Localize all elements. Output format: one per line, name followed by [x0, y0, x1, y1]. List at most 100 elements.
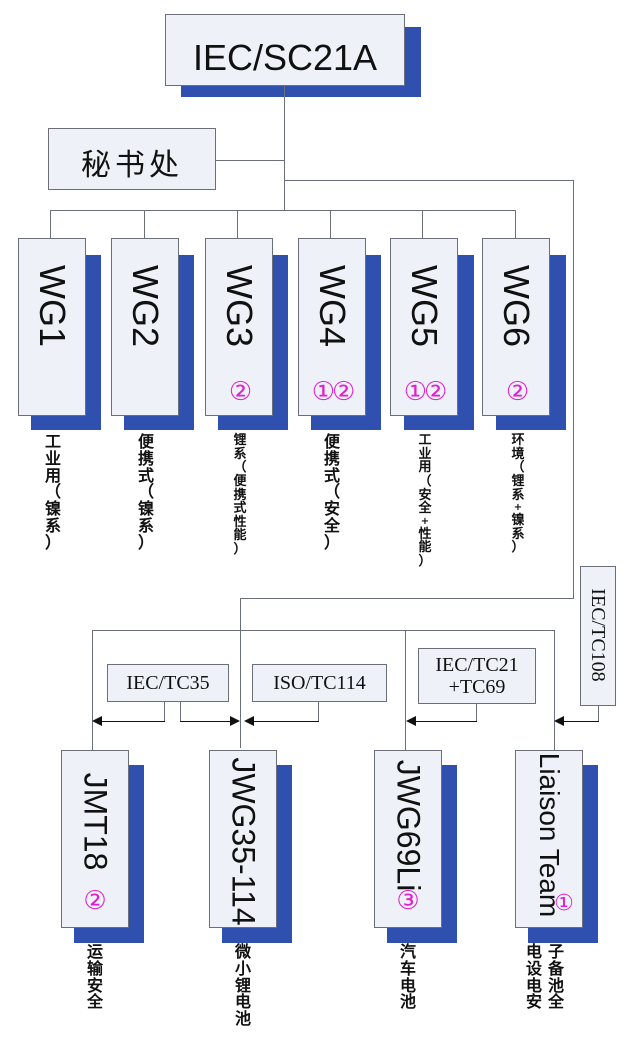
desc-char: 全 [418, 501, 432, 517]
desc-char: 池 [547, 975, 564, 995]
desc-char: 设 [525, 958, 542, 978]
desc-char: 性 [418, 526, 432, 542]
wg4-desc: 便携式（安全） [323, 432, 341, 552]
desc-char: 电 [234, 992, 251, 1012]
connector-root-down [284, 86, 285, 211]
desc-char: 车 [399, 958, 416, 978]
desc-char: 运 [86, 942, 103, 961]
root-title: IEC/SC21A [192, 37, 378, 78]
wg5-node: WG5 ①② [390, 238, 458, 416]
desc-char: （ [137, 482, 154, 502]
desc-char: 式 [137, 465, 154, 485]
wg5-badge: ①② [403, 377, 448, 407]
tc108-box: IEC/TC108 [580, 566, 616, 706]
desc-char: 工 [44, 432, 61, 451]
wg6-node: WG6 ② [482, 238, 550, 416]
jmt18-name: JMT18 [77, 772, 114, 871]
desc-char: 便 [137, 432, 154, 451]
desc-char: 系 [44, 515, 61, 535]
wg6-name: WG6 [496, 264, 537, 347]
connector-lower-bus [92, 630, 554, 631]
jwg69-badge: ③ [396, 886, 420, 916]
wg4-name: WG4 [312, 264, 353, 347]
tc21-label-line2: +TC69 [448, 676, 506, 698]
desc-char: （ [418, 473, 432, 489]
desc-char: 安 [525, 992, 542, 1012]
desc-char: ） [418, 554, 432, 570]
desc-char: 便 [323, 432, 340, 451]
tc108-arrow-line [562, 721, 599, 722]
jwg35-desc: 微小锂电池 [234, 943, 252, 1029]
desc-char: 电 [399, 975, 416, 995]
jwg69-node: JWG69Li ③ [374, 750, 442, 928]
desc-char: 式 [323, 465, 340, 485]
wg3-node: WG3 ② [205, 238, 273, 416]
tc35-arrow-right-icon [230, 716, 240, 726]
tc35-arrow-right-line [180, 721, 230, 722]
desc-char: 安 [418, 487, 432, 503]
desc-char: ） [323, 532, 340, 552]
desc-char: 用 [44, 465, 61, 485]
connector-liaison [554, 630, 555, 750]
desc-char: （ [511, 460, 525, 476]
desc-char: 系 [511, 526, 525, 542]
tc114-box: ISO/TC114 [252, 664, 387, 702]
jwg69-desc: 汽车电池 [399, 942, 417, 1011]
desc-char: 系 [511, 487, 525, 503]
connector-wg5 [422, 210, 423, 238]
wg2-node: WG2 [111, 238, 179, 416]
wg5-desc: 工业用（安全+性能） [416, 434, 434, 569]
desc-char: 池 [234, 1009, 251, 1029]
desc-char: 汽 [399, 942, 416, 961]
desc-char: 全 [547, 992, 564, 1012]
connector-wg6 [515, 210, 516, 238]
desc-char: 式 [233, 501, 247, 517]
tc35-arrow-left-line [100, 721, 165, 722]
jwg69-name: JWG69Li [390, 759, 427, 892]
tc21-stem [476, 704, 477, 722]
secretariat-node: 秘书处 [48, 128, 216, 190]
wg6-desc: 环境（锂系+镍系） [509, 434, 527, 555]
desc-char: 安 [86, 975, 103, 995]
desc-char: 境 [511, 446, 525, 462]
liaison-desc: 电子设备电池安全 [523, 942, 567, 1012]
wg2-name: WG2 [125, 264, 166, 347]
tc35-stem-right [180, 702, 181, 722]
desc-char: 锂 [234, 975, 251, 995]
desc-char: 镍 [44, 499, 61, 519]
jmt18-badge: ② [83, 886, 107, 916]
desc-char: 业 [44, 448, 61, 468]
desc-char: 系 [233, 446, 247, 462]
connector-wg-bus [50, 210, 516, 211]
connector-liaison-down [573, 180, 574, 598]
tc35-stem-left [164, 702, 165, 722]
desc-char: 携 [323, 448, 340, 468]
desc-char: 环 [511, 433, 525, 448]
connector-wg3 [237, 210, 238, 238]
desc-char: 工 [418, 433, 432, 448]
tc114-arrow-line [252, 721, 319, 722]
connector-liaison-branch [284, 180, 574, 181]
wg3-desc: 锂系（便携式性能） [231, 434, 249, 557]
root-node: IEC/SC21A [165, 14, 405, 86]
tc108-arrow-icon [554, 716, 564, 726]
tc21-arrow-icon [406, 716, 416, 726]
tc35-arrow-left-icon [92, 716, 102, 726]
wg1-name: WG1 [32, 264, 73, 347]
desc-char: （ [44, 482, 61, 502]
tc114-arrow-icon [244, 716, 254, 726]
wg4-badge: ①② [311, 377, 356, 407]
liaison-badge: ① [554, 891, 574, 916]
desc-char: 携 [233, 487, 247, 503]
desc-char: + [513, 502, 523, 514]
liaison-node: Liaison Team ① [515, 750, 583, 928]
connector-wg1 [50, 210, 51, 238]
desc-char: 性 [233, 514, 247, 530]
tc21-box: IEC/TC21 +TC69 [418, 648, 536, 704]
jwg35-node: JWG35-114 [209, 750, 277, 928]
wg3-badge: ② [228, 377, 252, 407]
desc-char: 子 [547, 942, 564, 961]
connector-wg2 [144, 210, 145, 238]
wg1-node: WG1 [18, 238, 86, 416]
connector-wg4 [330, 210, 331, 238]
